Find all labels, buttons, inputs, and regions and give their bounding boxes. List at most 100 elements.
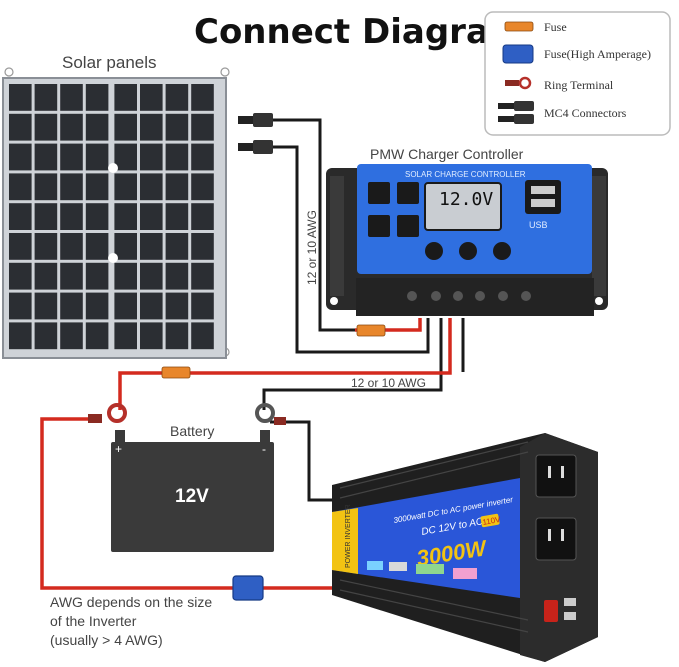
inverter-negative-wire [270,420,338,502]
solar-cell [85,113,109,141]
inverter-usb-port-2 [564,612,576,620]
solar-cell [9,292,32,320]
mc4-connector-pair [238,113,273,154]
battery-negative-ring-terminal [255,403,286,425]
controller-label: PMW Charger Controller [370,146,524,162]
solar-cell [114,292,137,320]
solar-cell [85,143,109,171]
solar-cell [34,143,58,171]
awg-note: AWG depends on the size of the Inverter … [50,594,212,648]
battery-label: Battery [170,423,214,439]
solar-cell [9,322,32,350]
solar-cell [60,113,83,141]
solar-cell [85,262,109,290]
usb-port-block [525,180,561,214]
solar-cell [114,322,137,350]
solar-cell [85,292,109,320]
solar-cell [85,173,109,201]
solar-cell [114,203,137,230]
battery: + - 12V [111,430,274,552]
solar-cell [191,233,214,260]
usb-label: USB [529,220,548,230]
solar-cell [114,262,137,290]
battery-voltage: 12V [175,486,209,507]
note-line3: (usually > 4 AWG) [50,632,163,648]
inverter-side-text: POWER INVERTER [345,504,352,568]
battery-minus: - [262,442,266,456]
solar-cell [9,113,32,141]
solar-cell [165,262,189,290]
solar-cell [140,173,163,201]
solar-cell [191,113,214,141]
controller-button-middle [459,242,477,260]
solar-cell [34,292,58,320]
inverter-power-switch [544,600,558,622]
solar-cell [140,292,163,320]
legend-label-fuse: Fuse [544,20,567,34]
solar-cell [60,173,83,201]
inverter-outlet-bottom [535,517,577,561]
battery-fuse [161,366,191,379]
legend-label-high-amperage-fuse: Fuse(High Amperage) [544,47,651,61]
solar-cell [34,113,58,141]
solar-panel [2,67,230,359]
solar-cell [85,84,109,111]
battery-plus: + [115,442,122,456]
solar-cell [60,233,83,260]
controller-button-left [425,242,443,260]
solar-cell [34,262,58,290]
inverter-positive-wire [40,417,340,590]
controller-button-right [493,242,511,260]
horizontal-awg-label: 12 or 10 AWG [351,376,426,390]
battery-negative-wire [262,318,443,410]
solar-cell [60,203,83,230]
battery-positive-wire [118,318,452,410]
high-amperage-fuse-icon [502,44,534,64]
solar-cell [165,233,189,260]
power-inverter: POWER INVERTER 3000watt DC to AC power i… [332,433,598,662]
vertical-awg-label: 12 or 10 AWG [305,210,319,285]
solar-cell [140,84,163,111]
solar-cell [191,292,214,320]
solar-cell [140,203,163,230]
inverter-usb-port-1 [564,598,576,606]
solar-cell [114,113,137,141]
solar-cell [165,113,189,141]
solar-cell [9,262,32,290]
solar-cell [9,84,32,111]
controller-fuse [356,324,386,337]
solar-cell [140,262,163,290]
solar-cell [191,143,214,171]
battery-positive-ring-terminal [88,403,127,423]
solar-cell [9,233,32,260]
legend-label-mc4-connectors: MC4 Connectors [544,106,627,120]
solar-cell [191,203,214,230]
solar-cell [60,262,83,290]
solar-cell [191,322,214,350]
solar-cell [165,322,189,350]
solar-cell [165,203,189,230]
high-amperage-fuse [232,575,264,601]
solar-cell [34,203,58,230]
solar-cell [191,173,214,201]
solar-cell [9,143,32,171]
solar-cell [9,203,32,230]
solar-cell [191,262,214,290]
solar-cell [9,173,32,201]
legend: Fuse Fuse(High Amperage) Ring Terminal M… [484,11,671,136]
ring-terminal-icon [505,76,532,90]
solar-cell [165,143,189,171]
diagram-title: Connect Diagram [194,12,524,52]
solar-cell [165,84,189,111]
note-line2: of the Inverter [50,613,137,629]
solar-cell [140,233,163,260]
solar-cell [60,143,83,171]
solar-cell [60,322,83,350]
controller-display: 12.0V [439,189,493,210]
fuse-icon [504,21,534,32]
solar-cell [165,173,189,201]
note-line1: AWG depends on the size [50,594,212,610]
solar-cell [114,233,137,260]
panel-negative-wire [270,118,355,332]
